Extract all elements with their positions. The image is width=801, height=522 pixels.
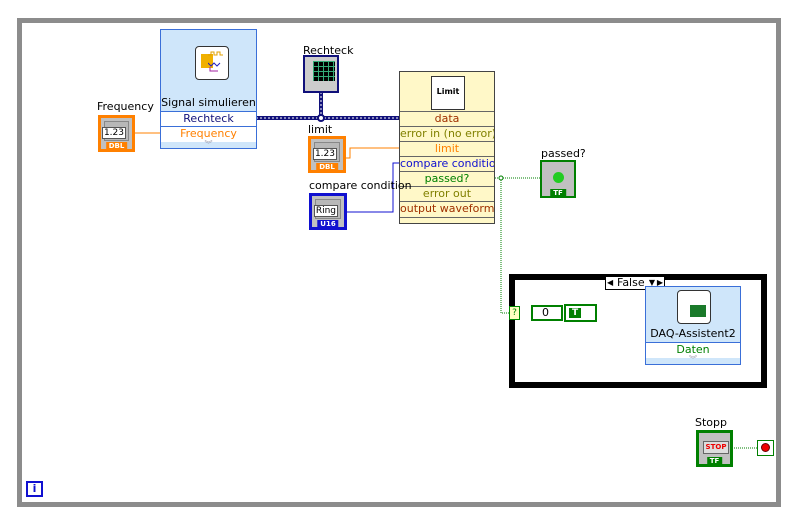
increment-arrow-icon[interactable]: ▶ xyxy=(656,278,663,287)
frequency-label: Frequency xyxy=(97,100,154,113)
dropdown-arrow-icon[interactable]: ▼ xyxy=(648,278,655,287)
limit-icon: Limit xyxy=(431,76,465,110)
while-loop[interactable] xyxy=(17,18,781,507)
expand-arrow-icon[interactable]: ︾ xyxy=(204,140,213,149)
u16-tag: U16 xyxy=(317,220,339,228)
limit-value: 1.23 xyxy=(312,148,337,160)
limit-testing-vi[interactable]: Limit data error in (no error) limit com… xyxy=(399,71,495,224)
signal-simulieren-vi[interactable]: Signal simulieren Rechteck Frequency ︾ xyxy=(160,29,257,149)
terminal-data[interactable]: data xyxy=(400,111,494,127)
signal-generator-icon xyxy=(195,46,229,80)
frequency-input[interactable]: Frequency xyxy=(161,126,256,142)
case-selector-terminal[interactable]: ? xyxy=(509,306,520,320)
led-icon xyxy=(553,172,564,183)
dbl-tag: DBL xyxy=(105,142,128,150)
daq-title: DAQ-Assistent2 xyxy=(650,327,736,340)
decrement-arrow-icon[interactable]: ◀ xyxy=(607,278,614,287)
rechteck-output[interactable]: Rechteck xyxy=(161,111,256,127)
terminal-error-in[interactable]: error in (no error) xyxy=(400,126,494,142)
rechteck-graph-indicator[interactable] xyxy=(303,55,339,93)
ring-value: Ring xyxy=(313,205,338,217)
loop-condition-terminal[interactable] xyxy=(757,440,774,456)
stop-button: STOP xyxy=(703,441,729,454)
true-value: T xyxy=(569,308,582,318)
daq-assistent-vi[interactable]: DAQ-Assistent2 Daten ︾ xyxy=(645,286,741,365)
boolean-constant[interactable]: T xyxy=(564,304,597,322)
stop-if-true-icon xyxy=(761,443,770,452)
rechteck-graph-label: Rechteck xyxy=(303,44,354,57)
terminal-error-out[interactable]: error out xyxy=(400,186,494,202)
limit-label: limit xyxy=(308,123,333,136)
compare-condition-label: compare condition xyxy=(309,179,412,192)
passed-wire[interactable] xyxy=(495,177,542,314)
numeric-constant[interactable]: 0 xyxy=(531,305,563,321)
compare-condition-ring[interactable]: Ring U16 xyxy=(309,193,347,230)
frequency-value: 1.23 xyxy=(101,127,126,139)
signal-simulieren-title: Signal simulieren xyxy=(161,96,256,109)
passed-label: passed? xyxy=(541,147,586,160)
stopp-control[interactable]: STOP TF xyxy=(696,430,733,467)
expand-arrow-icon[interactable]: ︾ xyxy=(689,355,697,364)
terminal-compare-condition[interactable]: compare condition xyxy=(400,156,494,172)
dbl-tag: DBL xyxy=(316,163,338,171)
tf-tag: TF xyxy=(550,189,566,197)
passed-indicator[interactable]: TF xyxy=(540,160,576,198)
terminal-output-waveforms[interactable]: output waveforms xyxy=(400,201,494,218)
frequency-control[interactable]: 1.23 DBL xyxy=(98,115,135,152)
limit-control[interactable]: 1.23 DBL xyxy=(308,136,346,173)
daq-card-icon xyxy=(677,290,711,324)
iteration-terminal-icon: i xyxy=(26,481,43,497)
case-selector-value: False xyxy=(617,276,645,289)
compare-wire[interactable] xyxy=(346,162,399,213)
waveform-wire[interactable] xyxy=(256,92,399,122)
tf-tag: TF xyxy=(706,457,723,465)
stopp-label: Stopp xyxy=(695,416,727,429)
daten-input[interactable]: Daten xyxy=(646,342,740,358)
terminal-passed[interactable]: passed? xyxy=(400,171,494,187)
terminal-limit[interactable]: limit xyxy=(400,141,494,157)
graph-icon xyxy=(313,61,335,81)
limit-wire[interactable] xyxy=(345,147,399,159)
